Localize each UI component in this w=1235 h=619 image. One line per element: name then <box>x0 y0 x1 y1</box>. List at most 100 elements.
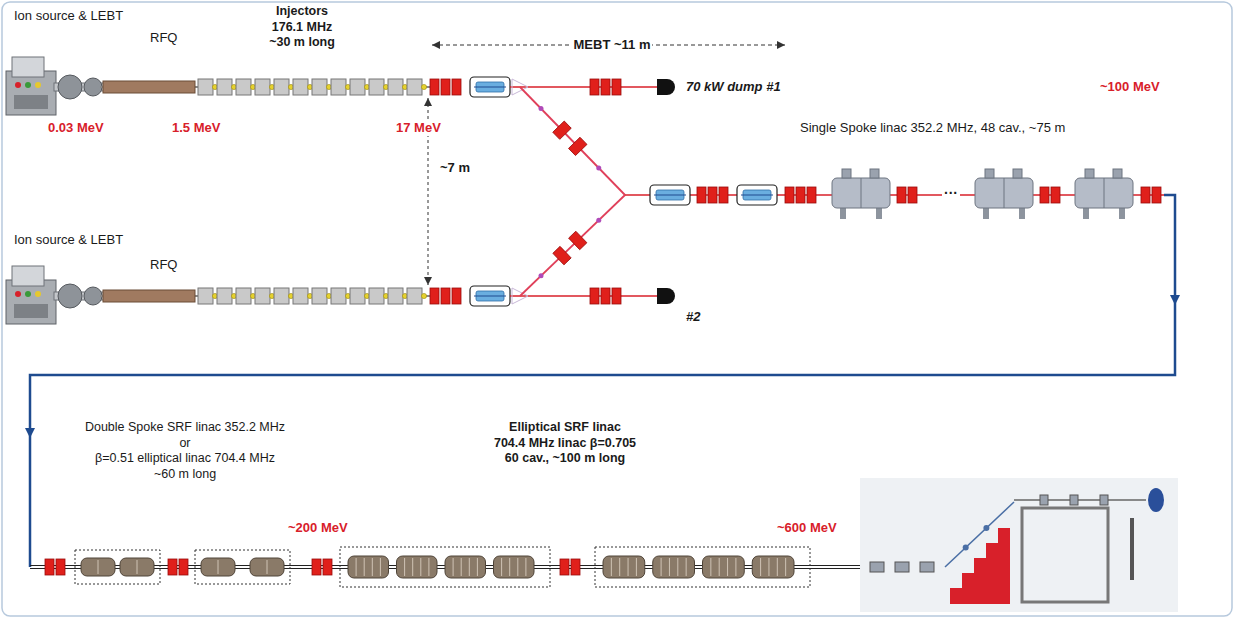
cavity-iris <box>719 558 720 576</box>
quadrupole <box>897 187 906 203</box>
rfq <box>103 290 195 302</box>
energy-label: 0.03 MeV <box>46 120 106 136</box>
dtl-tank <box>293 79 308 95</box>
label-text: Elliptical SRF linac 704.4 MHz linac β=0… <box>492 420 638 467</box>
annotation-label: 70 kW dump #1 <box>684 79 783 95</box>
label-text: MEBT ~11 m <box>572 37 653 53</box>
cavity <box>348 556 389 578</box>
dtl-tank <box>255 79 270 95</box>
quadrupole <box>430 79 439 95</box>
chopper-box <box>650 185 690 205</box>
dtl-tank <box>312 288 327 304</box>
cavity-iris <box>372 558 373 576</box>
quadrupole <box>708 187 717 203</box>
arrow-head <box>777 41 785 49</box>
annotation-label: RFQ <box>148 30 179 46</box>
branch-line <box>520 195 625 296</box>
ion-source <box>6 57 104 115</box>
quadrupole <box>168 559 177 575</box>
cavity-iris <box>661 558 662 576</box>
dtl-tank <box>388 79 403 95</box>
cryomodule-port <box>842 169 851 178</box>
cavity-iris <box>380 558 381 576</box>
quadrupole <box>612 79 621 95</box>
mebt-branch <box>520 195 625 296</box>
annotation-label: Single Spoke linac 352.2 MHz, 48 cav., ~… <box>798 120 1067 136</box>
cavity-iris <box>677 558 678 576</box>
dtl-tank <box>293 288 308 304</box>
quadrupole <box>601 288 610 304</box>
cavity-iris <box>461 558 462 576</box>
label-text: Ion source & LEBT <box>12 8 125 24</box>
dtl-tank <box>350 79 365 95</box>
dtl-quad <box>421 84 426 89</box>
dtl-tank <box>312 79 327 95</box>
annotation-label: ··· <box>942 185 960 203</box>
quadrupole <box>179 559 188 575</box>
quadrupole <box>553 246 571 264</box>
quadrupole <box>56 559 65 575</box>
cryomodule-port <box>1085 169 1094 178</box>
quadrupole <box>1040 187 1049 203</box>
dtl-tank <box>369 79 384 95</box>
indicator <box>15 82 21 88</box>
quadrupole <box>323 559 332 575</box>
dtl-tank <box>350 288 365 304</box>
dimension <box>424 41 785 285</box>
cavity <box>445 556 486 578</box>
cavity-iris <box>619 558 620 576</box>
quadrupole <box>1141 187 1150 203</box>
target-station <box>860 478 1178 612</box>
cavity <box>752 556 794 578</box>
cavity-iris <box>477 558 478 576</box>
energy-label: 17 MeV <box>394 120 443 136</box>
annotation-label: MEBT ~11 m <box>572 37 653 53</box>
quadrupole <box>807 187 816 203</box>
cryomodule <box>975 178 1033 208</box>
branch-line <box>520 87 625 195</box>
cavity-iris <box>768 558 769 576</box>
beam-element <box>870 562 884 572</box>
cryomodule-rib <box>861 178 862 208</box>
cavity-iris <box>509 558 510 576</box>
cavity-iris <box>785 558 786 576</box>
energy-label: ~600 MeV <box>775 520 839 536</box>
cavity-iris <box>356 558 357 576</box>
cavity-iris <box>669 558 670 576</box>
dtl-tank <box>198 79 213 95</box>
injector <box>100 77 675 97</box>
cavity-iris <box>364 558 365 576</box>
beam-line <box>30 568 945 569</box>
dtl-tank <box>407 288 422 304</box>
quadrupole <box>612 288 621 304</box>
arrow-head <box>424 98 432 106</box>
beam-element <box>920 562 934 572</box>
dtl-tank <box>217 288 232 304</box>
dtl-tank <box>331 288 346 304</box>
dtl-tank <box>369 288 384 304</box>
chopper-axis <box>474 296 506 297</box>
label-text: ~100 MeV <box>1098 79 1162 95</box>
energy-label: ~200 MeV <box>286 520 350 536</box>
transfer-line <box>945 502 1014 567</box>
cavity-iris <box>137 560 138 574</box>
steerer <box>539 106 544 111</box>
cavity-iris <box>686 558 687 576</box>
cavity-iris <box>267 560 268 574</box>
chopper-box <box>470 77 510 97</box>
chopper-axis <box>654 195 686 196</box>
beam-element <box>1070 495 1078 505</box>
cavity <box>81 558 115 576</box>
quadrupole <box>452 79 461 95</box>
beam-dump <box>657 288 675 304</box>
mebt-line <box>510 86 657 88</box>
mebt-line <box>510 295 657 297</box>
chopper-axis <box>474 87 506 88</box>
label-text: Ion source & LEBT <box>12 232 125 248</box>
high-energy-linac <box>30 547 945 587</box>
mebt-branch <box>520 87 625 195</box>
cavity <box>703 556 745 578</box>
injector <box>100 286 675 306</box>
chopper-box <box>470 286 510 306</box>
